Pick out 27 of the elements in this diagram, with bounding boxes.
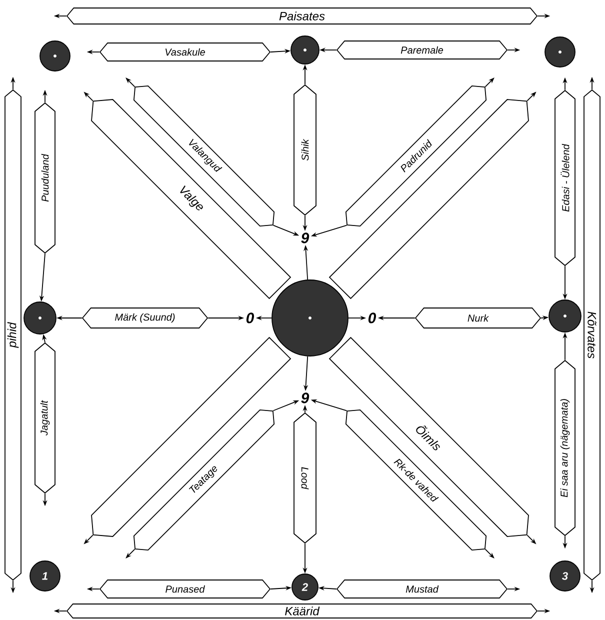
digit-label: 0 [246, 312, 254, 324]
label-box: Mustad [336, 580, 508, 598]
numbered-circle [548, 300, 582, 332]
long-label-box: pihid [4, 89, 22, 581]
label-box: Nurk [414, 308, 542, 328]
label-box: Ei saa aru (nägemata) [554, 360, 576, 536]
long-label-box: Kõrvates [584, 89, 600, 581]
label-box: Edasi - Ülelend [554, 90, 576, 266]
label-box: Paremale [336, 40, 508, 60]
label-box: Sihik [294, 84, 316, 216]
digit-label: 0 [368, 312, 376, 324]
label-box: Lood [294, 412, 316, 544]
label-box: Vasakule [99, 42, 271, 62]
label-box: Punased [99, 580, 271, 598]
hub-circle [272, 280, 348, 356]
numbered-circle [40, 40, 70, 72]
numbered-circle [24, 302, 56, 334]
label-box: Jagatult [34, 342, 56, 494]
label-box: Puuduland [34, 102, 56, 254]
label-box: Märk (Suund) [82, 308, 208, 328]
long-label-box: Käärid [66, 604, 538, 618]
digit-label: 9 [301, 392, 310, 404]
long-label-box: Paisates [66, 8, 538, 24]
diagonal-band [91, 336, 292, 537]
numbered-circle [544, 36, 576, 68]
numbered-circle [290, 36, 320, 64]
digit-label: 9 [301, 232, 310, 244]
